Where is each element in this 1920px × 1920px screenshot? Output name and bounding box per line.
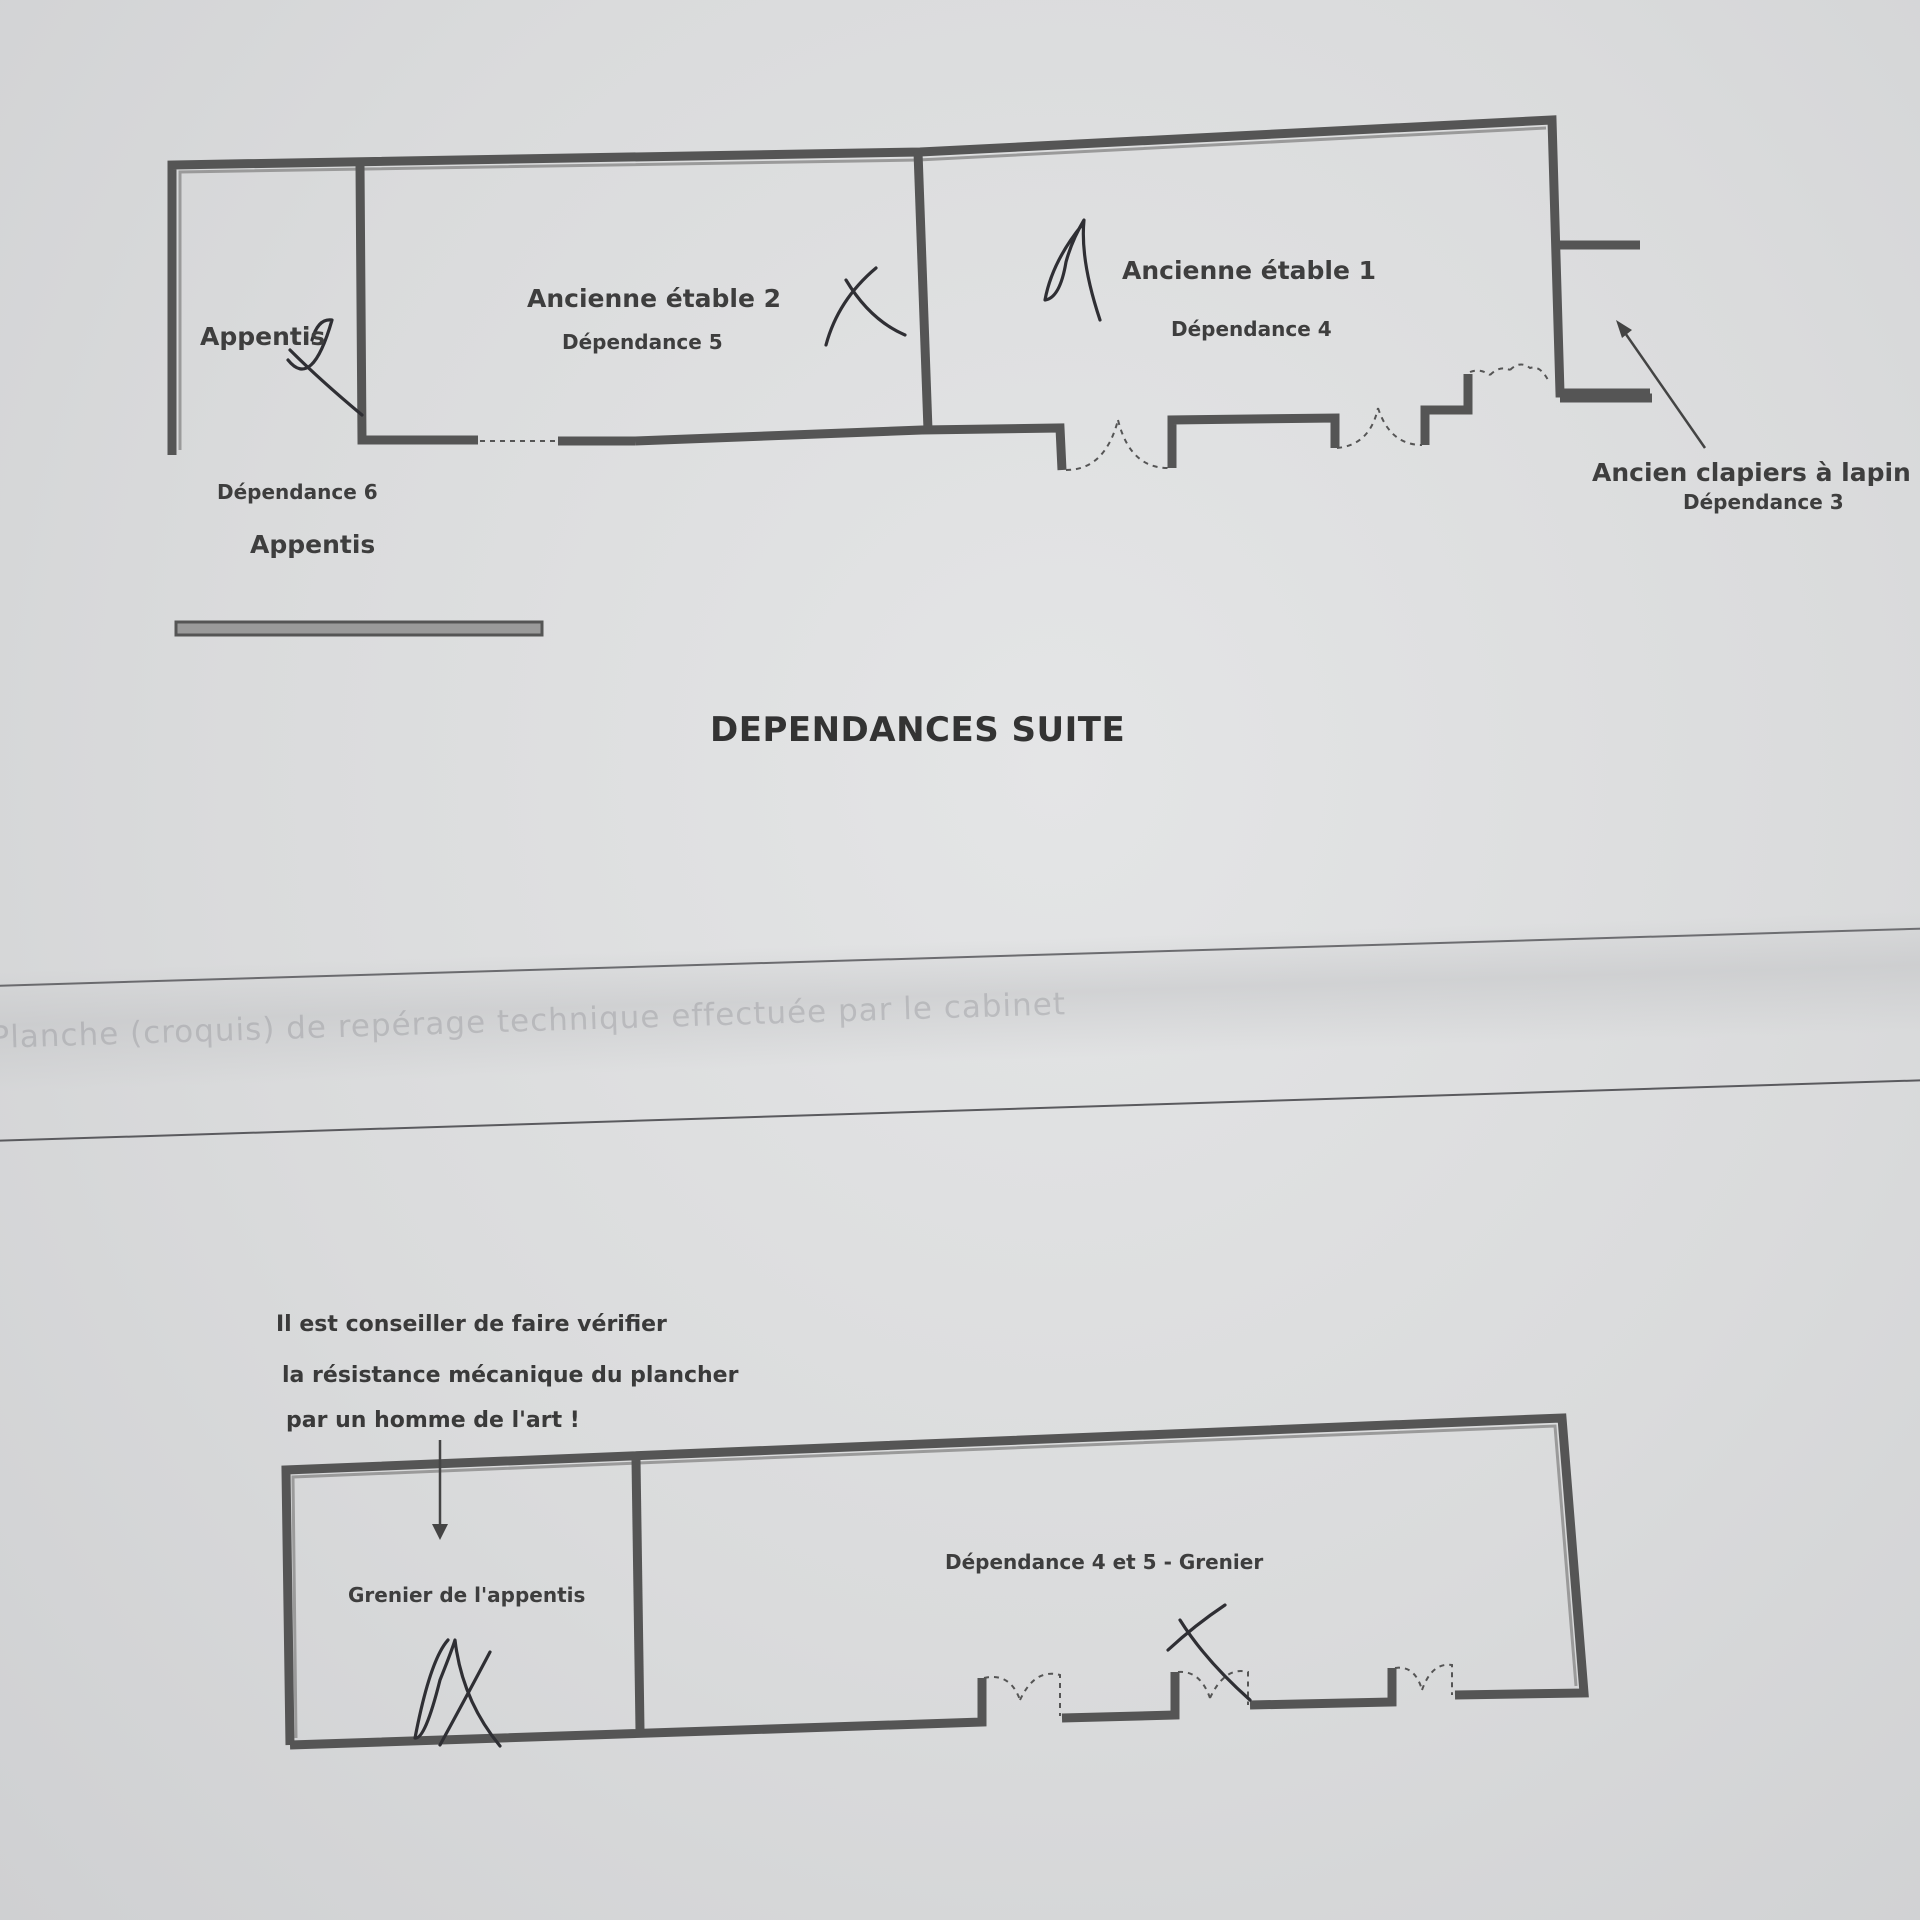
note-line-1: Il est conseiller de faire vérifier: [276, 1312, 667, 1337]
lower-outer-wall-inner: [291, 1424, 1578, 1739]
lower-bottom-wall-c: [1249, 1668, 1397, 1710]
lower-bottom-wall-b: [1061, 1672, 1180, 1723]
label-grenier-appentis: Grenier de l'appentis: [348, 1583, 586, 1607]
label-etable2-sub: Dépendance 5: [562, 330, 723, 354]
handwritten-x-grenier: [1166, 1603, 1252, 1702]
handwritten-alpha-etable1: [1043, 218, 1102, 322]
label-dependance6: Dépendance 6: [217, 480, 378, 504]
label-appentis-room: Appentis: [200, 322, 326, 351]
handwritten-x-appentis: [286, 318, 364, 417]
clapiers-arrow: [1616, 320, 1707, 449]
etable1-bottom-wall-a: [1167, 413, 1340, 468]
note-arrow: [432, 1440, 448, 1540]
note-line-3: par un homme de l'art !: [286, 1408, 580, 1433]
label-etable2-title: Ancienne étable 2: [527, 284, 782, 313]
appentis-bottom-wall: [174, 620, 544, 637]
label-clapiers-sub: Dépendance 3: [1683, 490, 1844, 514]
lower-walls: [281, 1413, 1589, 1750]
lower-door-2: [1177, 1670, 1249, 1705]
etable1-bottom-wall-b: [1420, 374, 1473, 445]
lower-doors: [983, 1663, 1453, 1716]
appentis-partition: [355, 164, 478, 445]
door-swing-2: [1336, 407, 1423, 449]
label-appentis-below: Appentis: [250, 530, 376, 559]
etable2-bottom-wall-2: [634, 423, 1067, 471]
upper-handwritten-marks: [286, 218, 1102, 417]
upper-top-wall-inner: [178, 126, 1547, 450]
upper-top-wall: [167, 115, 1650, 455]
door-swing-3: [1469, 363, 1549, 381]
upper-walls: [167, 115, 1652, 471]
handwritten-x-etable2: [824, 266, 907, 347]
handwritten-alpha-grenier-appentis: [413, 1638, 502, 1748]
label-etable1-title: Ancienne étable 1: [1122, 256, 1377, 285]
lower-bottom-wall-a: [289, 1678, 987, 1750]
note-line-2: la résistance mécanique du plancher: [282, 1363, 739, 1388]
lower-door-1: [983, 1672, 1061, 1716]
section-title: DEPENDANCES SUITE: [710, 710, 1126, 750]
label-grenier-main: Dépendance 4 et 5 - Grenier: [945, 1550, 1264, 1574]
label-clapiers-title: Ancien clapiers à lapin: [1592, 458, 1911, 487]
label-etable1-sub: Dépendance 4: [1171, 317, 1332, 341]
door-swing-1: [1065, 419, 1169, 471]
lower-partition: [631, 1459, 645, 1731]
lower-door-3: [1394, 1663, 1453, 1695]
etable-partition: [913, 151, 933, 431]
lower-outer-wall: [281, 1413, 1589, 1746]
upper-doors: [480, 363, 1549, 471]
lower-handwritten-marks: [413, 1603, 1252, 1748]
